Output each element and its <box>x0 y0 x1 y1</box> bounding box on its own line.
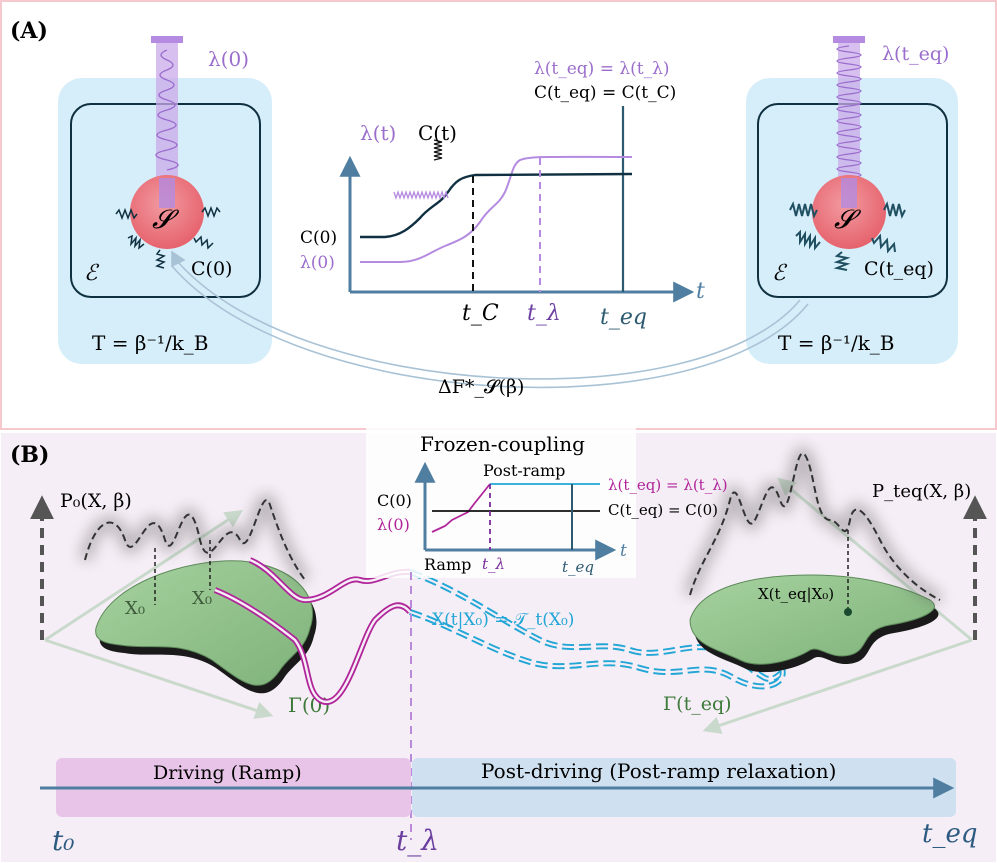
inset-c0: C(0) <box>377 491 412 510</box>
left-lambda0-label: λ(0) <box>208 47 249 71</box>
plot-tick-tc: t_C <box>462 301 499 326</box>
inset-plot <box>414 461 617 561</box>
right-coupling-springs <box>789 201 906 271</box>
inset-tick-teq: t_eq <box>562 558 594 576</box>
plot-c0-label: C(0) <box>300 228 337 248</box>
right-bath-label: ℰ <box>772 261 788 286</box>
right-point-label: X(t_eq|X₀) <box>758 585 834 603</box>
free-energy-arrow <box>171 250 809 389</box>
left-coupling-label: C(0) <box>191 258 232 280</box>
coupling-curve <box>360 172 633 239</box>
plot-lambda-t-label: λ(t) <box>360 121 396 145</box>
left-gamma-label: Γ(0) <box>288 693 330 717</box>
right-temperature-label: T = β⁻¹/k_B <box>778 331 895 355</box>
right-lambda-label: λ(t_eq) <box>882 43 949 65</box>
left-rod-tip <box>159 178 175 208</box>
right-final-point <box>844 608 852 616</box>
lambda-curve <box>360 155 633 263</box>
plot-axis-t: t <box>696 279 705 304</box>
panel-a-plot <box>339 106 695 303</box>
plot-lambda0-label: λ(0) <box>300 253 335 273</box>
left-temperature-label: T = β⁻¹/k_B <box>92 331 209 355</box>
plot-eq-bottom: C(t_eq) = C(t_C) <box>534 83 676 103</box>
right-distribution-label: P_teq(X, β) <box>872 481 971 502</box>
post-driving-label: Post-driving (Post-ramp relaxation) <box>481 759 836 783</box>
plot-eq-top: λ(t_eq) = λ(t_λ) <box>534 59 670 79</box>
right-phase-surface <box>689 574 935 665</box>
left-phase-axes <box>30 495 274 719</box>
right-drive-rod <box>833 36 865 190</box>
plot-tick-teq: t_eq <box>600 305 647 330</box>
right-system-circle <box>812 175 886 249</box>
left-system-circle <box>130 175 204 249</box>
left-phase-surface <box>95 560 313 686</box>
left-coupling-springs <box>115 205 221 269</box>
panel-a-label: (A) <box>10 18 48 44</box>
inset-lambda0: λ(0) <box>377 515 410 534</box>
timeline-teq: t_eq <box>922 819 977 849</box>
right-coupling-label: C(t_eq) <box>864 258 934 280</box>
timeline-t0: t₀ <box>52 824 74 857</box>
inset-bg <box>366 428 636 578</box>
inset-title: Frozen-coupling <box>420 432 585 456</box>
inset-ramp: Ramp <box>424 555 471 574</box>
plot-tick-tlambda: t_λ <box>527 301 561 326</box>
right-rod-tip <box>841 178 857 208</box>
plot-c-t-label: C(t) <box>418 121 457 145</box>
driving-label: Driving (Ramp) <box>153 762 302 784</box>
timeline-tlambda: t_λ <box>396 824 439 857</box>
left-distribution-label: P₀(X, β) <box>60 490 132 512</box>
left-distribution-curve <box>84 499 306 581</box>
trajectory-label: X(t|X₀) = 𝒯_t(X₀) <box>432 610 574 630</box>
free-energy-label: ΔF*_𝓢(β) <box>438 376 524 398</box>
left-drive-rod <box>151 36 183 190</box>
left-bath-label: ℰ <box>84 261 100 286</box>
inset-post-ramp: Post-ramp <box>483 461 565 480</box>
inset-eq-bottom: C(t_eq) = C(0) <box>608 501 718 519</box>
left-x0-label-a: X₀ <box>125 598 145 619</box>
inset-eq-top: λ(t_eq) = λ(t_λ) <box>608 476 728 494</box>
panel-b-label: (B) <box>10 442 49 468</box>
inset-tick-tlambda: t_λ <box>482 555 505 573</box>
right-gamma-label: Γ(t_eq) <box>663 693 732 715</box>
right-distribution-curve <box>689 452 941 601</box>
inset-axis-t: t <box>620 541 627 561</box>
left-x0-label-b: X₀ <box>192 588 212 609</box>
